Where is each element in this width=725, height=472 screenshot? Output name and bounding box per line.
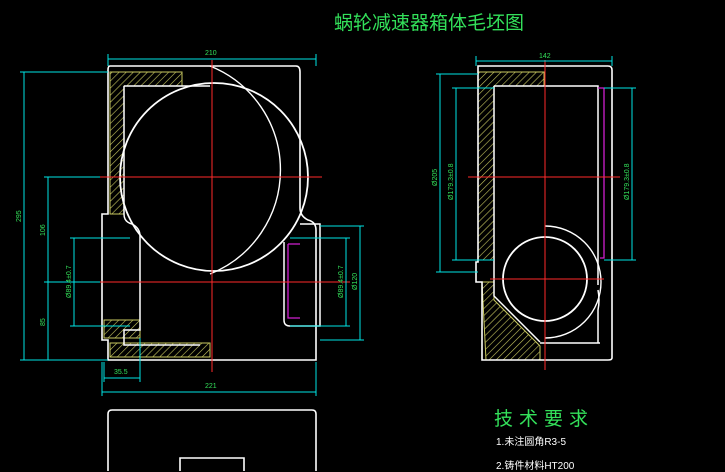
technical-requirement-item: 2.铸件材料HT200 [496, 461, 575, 472]
front-wheel-outer-arc [209, 65, 282, 275]
side-inner-contour [493, 85, 599, 343]
dim-side-outer-height: Ø205 [432, 169, 439, 186]
front-outer-contour [101, 65, 317, 361]
dim-right-bore: Ø89.4±0.7 [338, 265, 345, 298]
front-dimensions [20, 54, 364, 396]
side-dimension-labels: 142 Ø205 Ø179.3±0.8 Ø179.3±0.8 [432, 53, 631, 200]
dim-bottom-width: 221 [205, 383, 217, 390]
front-dimension-labels: 210 221 295 106 85 Ø89.4±0.7 Ø89.4±0.7 Ø… [16, 50, 359, 390]
front-inner-contour [123, 85, 210, 346]
side-hatch-bottom-left [481, 281, 541, 361]
technical-requirements-title: 技术要求 [494, 408, 595, 430]
dim-top-width: 210 [205, 50, 217, 57]
dim-side-top-width: 142 [539, 53, 551, 60]
dim-side-inner-right: Ø179.3±0.8 [624, 163, 631, 200]
dim-side-inner-left: Ø179.3±0.8 [448, 163, 455, 200]
dim-total-height: 295 [16, 210, 23, 222]
dim-upper-height: 106 [40, 224, 47, 236]
front-right-lug [283, 223, 321, 327]
side-hidden-edge [598, 87, 605, 259]
front-hatch-bottom [109, 342, 211, 358]
side-hatch-top [477, 71, 545, 261]
front-view [80, 60, 350, 372]
dim-left-bore: Ø89.4±0.7 [66, 265, 73, 298]
side-outer-contour [475, 65, 613, 361]
dim-base-offset: 35.5 [114, 369, 128, 376]
side-view [468, 60, 620, 370]
dim-right-outer: Ø120 [352, 273, 359, 290]
side-dimensions [436, 56, 636, 273]
front-hidden-bore [287, 243, 300, 319]
drawing-title: 蜗轮减速器箱体毛坯图 [334, 12, 525, 34]
technical-requirement-item: 1.未注圆角R3-5 [496, 437, 567, 448]
bottom-view-fragment [107, 409, 317, 471]
dim-lower-height: 85 [40, 318, 47, 326]
front-hatch-lower-lug [103, 319, 141, 339]
